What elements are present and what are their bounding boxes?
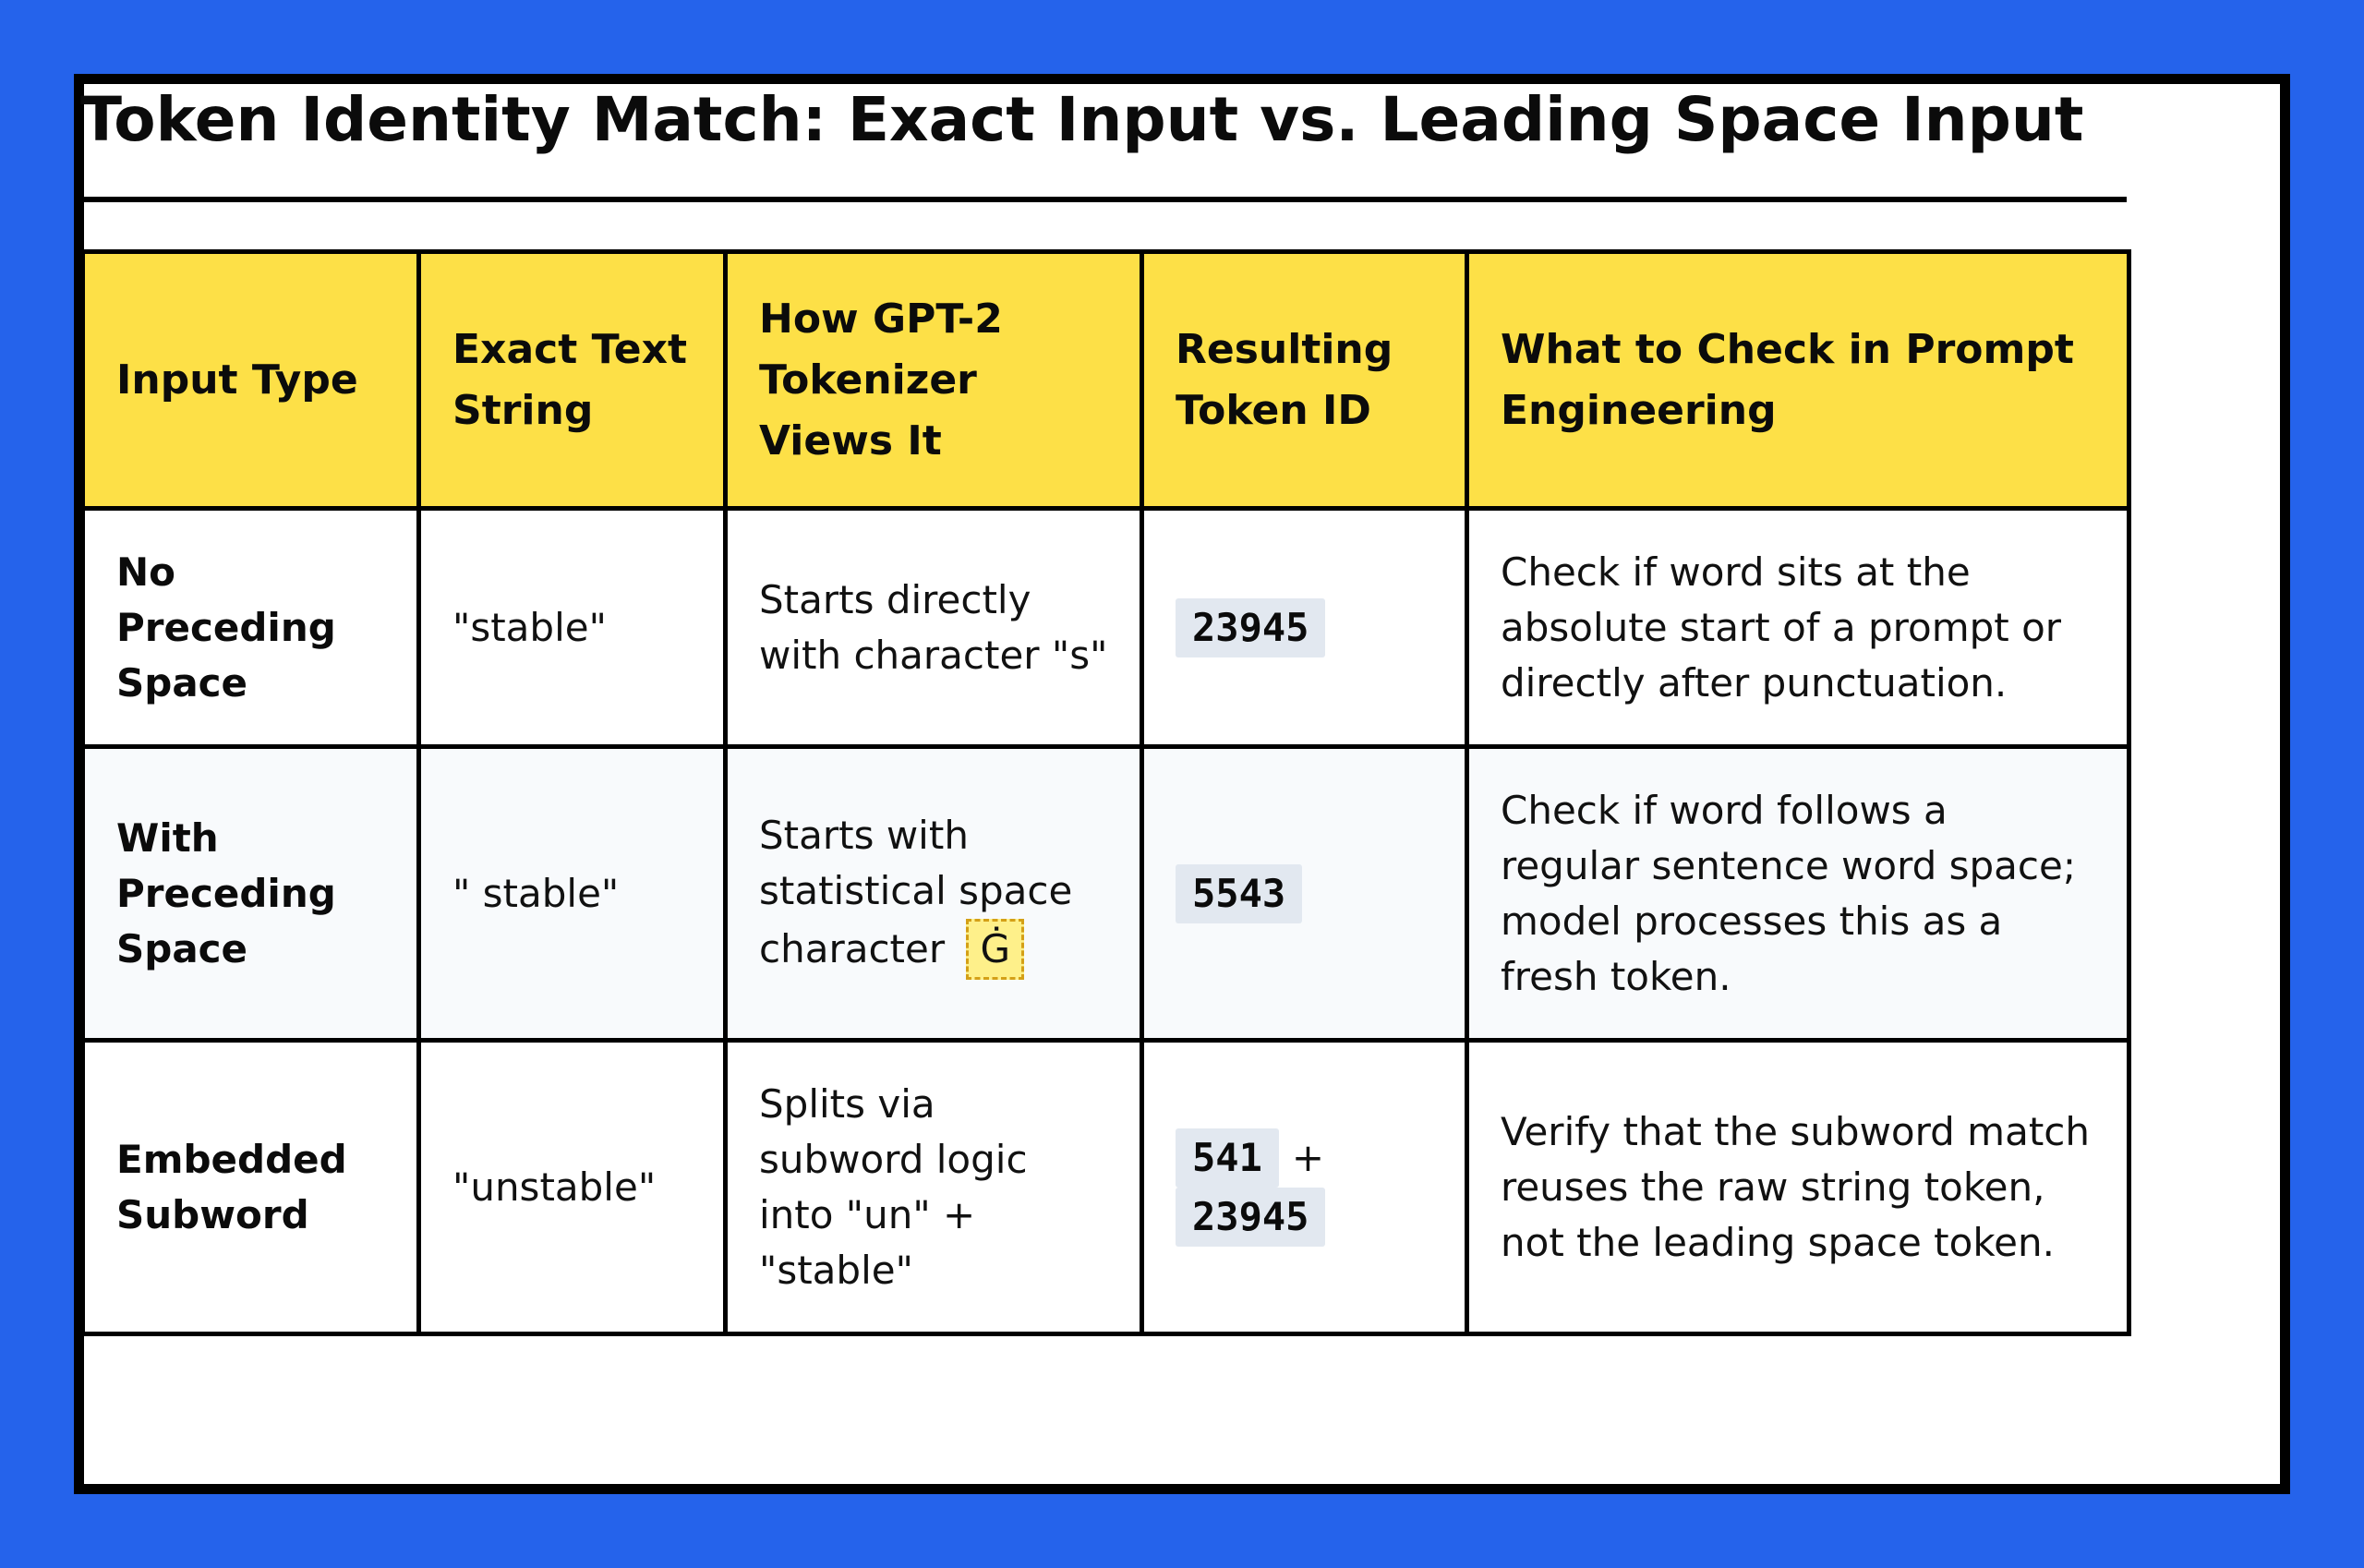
exact-text-cell: "stable" [416,506,728,749]
token-id-cell: 541 +23945 [1140,1038,1469,1336]
check-cell: Verify that the subword match reuses the… [1465,1038,2131,1336]
column-header-input-type: Input Type [80,249,421,511]
tokenizer-view-text: Starts with statistical space character [759,812,1073,971]
page-title: Token Identity Match: Exact Input vs. Le… [80,84,2084,155]
input-type-label: Embedded Subword [116,1136,347,1237]
column-header-check: What to Check in Prompt Engineering [1465,249,2131,511]
token-id-chip: 5543 [1176,863,1303,923]
token-id-cell: 23945 [1140,506,1469,749]
table-row: With Preceding Space " stable" Starts wi… [80,744,2131,1043]
tokenizer-view-cell: Starts directly with character "s" [723,506,1144,749]
token-id-chip: 23945 [1176,597,1326,657]
column-header-token-id: Resulting Token ID [1140,249,1469,511]
input-type-cell: With Preceding Space [80,744,421,1043]
tokenizer-view-cell: Splits via subword logic into "un" + "st… [723,1038,1144,1336]
exact-text-cell: "unstable" [416,1038,728,1336]
space-glyph-badge: Ġ [966,918,1025,980]
column-header-tokenizer-view: How GPT-2 Tokenizer Views It [723,249,1144,511]
exact-text-cell: " stable" [416,744,728,1043]
input-type-label: With Preceding Space [116,814,336,971]
token-id-chip: 541 [1176,1128,1279,1188]
check-cell: Check if word sits at the absolute start… [1465,506,2131,749]
column-header-exact-text: Exact Text String [416,249,728,511]
token-id-cell: 5543 [1140,744,1469,1043]
table-header-row: Input Type Exact Text String How GPT-2 T… [80,249,2131,511]
input-type-label: No Preceding Space [116,549,336,706]
comparison-table: Input Type Exact Text String How GPT-2 T… [80,249,2131,1336]
table-row: No Preceding Space "stable" Starts direc… [80,506,2131,749]
table-row: Embedded Subword "unstable" Splits via s… [80,1038,2131,1336]
check-cell: Check if word follows a regular sentence… [1465,744,2131,1043]
input-type-cell: Embedded Subword [80,1038,421,1336]
token-id-chip: 23945 [1176,1187,1326,1247]
input-type-cell: No Preceding Space [80,506,421,749]
token-joiner: + [1291,1134,1325,1180]
title-underline [80,197,2127,202]
tokenizer-view-cell: Starts with statistical space character … [723,744,1144,1043]
